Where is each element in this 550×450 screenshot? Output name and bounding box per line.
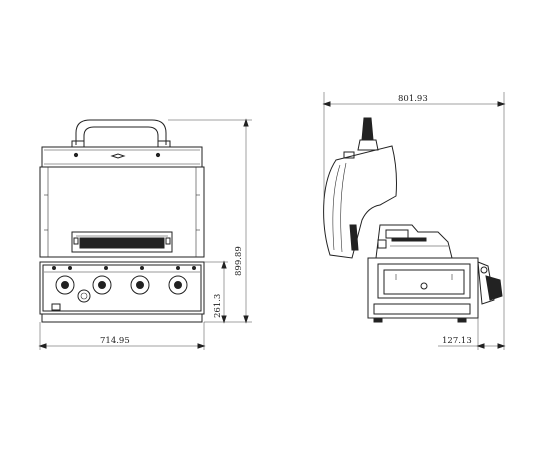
- depth-dimension: 801.93: [322, 92, 506, 300]
- control-knob: [55, 275, 75, 295]
- width-dimension: 714.95: [38, 322, 206, 350]
- base-dimension: 261.3: [204, 260, 228, 324]
- front-view: 899.89 261.3 714.95: [38, 118, 252, 350]
- side-firebox: [375, 224, 453, 259]
- control-knob: [92, 275, 112, 295]
- side-knob: [477, 261, 503, 305]
- depth-dimension-label: 801.93: [398, 94, 428, 104]
- control-panel: [39, 261, 205, 315]
- width-dimension-label: 714.95: [100, 336, 130, 346]
- offset-dimension: 127.13: [438, 300, 506, 350]
- height-dimension: 899.89: [168, 118, 252, 324]
- side-lid: [323, 145, 397, 259]
- burner-area: [71, 231, 173, 253]
- body-frame: [39, 166, 205, 258]
- lid-handle: [71, 119, 171, 148]
- side-view: 801.93 127.13: [322, 92, 506, 350]
- side-handle: [357, 117, 379, 151]
- igniter-button: [77, 289, 91, 303]
- height-dimension-label: 899.89: [234, 246, 244, 276]
- control-knob: [168, 275, 188, 295]
- logo-emblem: [110, 153, 126, 159]
- control-knob: [130, 275, 150, 295]
- side-body: [367, 257, 479, 323]
- base-plate: [41, 313, 203, 323]
- lid: [41, 146, 203, 168]
- offset-dimension-label: 127.13: [442, 336, 472, 346]
- base-dimension-label: 261.3: [213, 294, 223, 318]
